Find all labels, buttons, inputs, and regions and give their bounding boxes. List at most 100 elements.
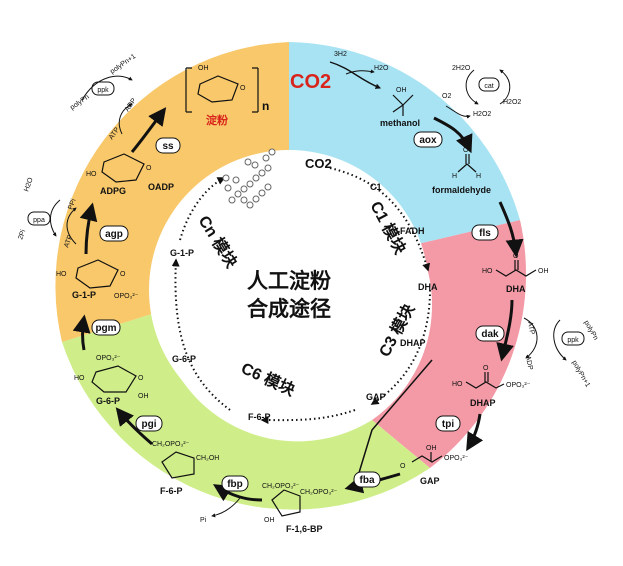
sector-cn-orange	[55, 42, 289, 342]
g6p-structure	[91, 365, 137, 393]
cat-enzyme	[478, 77, 500, 92]
svg-text:OPO₃²⁻: OPO₃²⁻	[506, 382, 531, 389]
inner-f6p: F-6-P	[248, 412, 271, 422]
g1p-label: G-1-P	[72, 290, 96, 300]
svg-text:aox: aox	[419, 135, 437, 146]
svg-text:tpi: tpi	[442, 419, 454, 430]
svg-text:OPO₃²⁻: OPO₃²⁻	[444, 455, 469, 462]
dhap-to-gap-arrow	[466, 413, 484, 452]
svg-text:O: O	[138, 375, 144, 382]
svg-text:agp: agp	[105, 229, 123, 240]
dak-enzyme: dak	[475, 325, 505, 342]
g1p-to-adpg-arrow	[79, 202, 98, 255]
tpi-enzyme: tpi	[435, 415, 461, 432]
g6p-label: G-6-P	[96, 396, 120, 406]
pgi-enzyme: pgi	[135, 415, 163, 432]
co2-big-label: CO2	[290, 71, 331, 93]
svg-text:O: O	[400, 463, 406, 470]
svg-text:HO: HO	[86, 171, 97, 178]
inner-dhap: DHAP	[400, 338, 426, 348]
svg-text:fls: fls	[479, 228, 491, 239]
gap-structure	[411, 452, 443, 463]
svg-text:HO: HO	[452, 381, 463, 388]
methanol-label: methanol	[380, 118, 420, 128]
svg-text:CH₂OPO₃²⁻: CH₂OPO₃²⁻	[300, 489, 338, 496]
h2o-label-a: H2O	[374, 65, 389, 72]
f6p-structure	[161, 451, 195, 479]
svg-text:O: O	[240, 85, 246, 92]
sector-c1-blue	[289, 42, 520, 244]
svg-text:CH₂OPO₃²⁻: CH₂OPO₃²⁻	[152, 441, 190, 448]
inner-dha: DHA	[418, 282, 438, 292]
twoh2o-label: 2H2O	[452, 65, 471, 72]
o2-label: O2	[442, 93, 451, 100]
oadp-label: OADP	[148, 182, 174, 192]
methanol-structure	[392, 94, 414, 116]
svg-text:ppk: ppk	[567, 337, 579, 344]
starch-label: 淀粉	[206, 113, 228, 127]
adp-label-r: ADP	[524, 355, 533, 371]
aox-enzyme: aox	[413, 131, 443, 148]
dha-label: DHA	[506, 284, 526, 294]
dhap-gap-merge-line	[357, 359, 433, 477]
center-title-line2: 合成途径	[247, 297, 331, 321]
starch-granule-icon	[222, 148, 276, 209]
cat-label: cat	[484, 83, 493, 90]
f16bp-to-f6p-arrow	[212, 484, 263, 502]
inner-g6p: G-6-P	[172, 354, 196, 364]
svg-text:OPO₃²⁻: OPO₃²⁻	[96, 355, 121, 362]
inner-fadh: FADH	[400, 226, 425, 236]
sector-c3-pink	[372, 220, 527, 468]
h2-label: 3H2	[334, 51, 347, 58]
ppa-enzyme: ppa	[27, 211, 51, 226]
svg-text:OH: OH	[426, 445, 437, 452]
fbp-enzyme: fbp	[221, 475, 249, 492]
svg-text:HO: HO	[482, 268, 493, 275]
svg-text:OH: OH	[538, 268, 549, 275]
polyp-n-top: polyPn	[69, 94, 91, 112]
sector-c6-green	[62, 312, 430, 510]
center-title-line1: 人工淀粉	[247, 269, 331, 293]
fls-enzyme: fls	[471, 224, 499, 241]
f16bp-label: F-1,6-BP	[286, 524, 323, 534]
h2o-label-left: H2O	[23, 176, 35, 192]
g1p-structure	[75, 259, 119, 289]
svg-text:OH: OH	[198, 65, 209, 72]
inner-circle	[149, 150, 429, 430]
svg-text:ss: ss	[162, 141, 174, 152]
dha-to-dhap-arrow	[496, 299, 514, 362]
svg-text:H: H	[476, 173, 481, 180]
inner-c1: C1	[370, 182, 382, 192]
formaldehyde-label: formaldehyde	[432, 185, 491, 195]
ppi-label: PPi	[67, 198, 77, 211]
fba-enzyme: fba	[353, 471, 381, 488]
svg-text:O: O	[513, 253, 519, 260]
atp-label-left: ATP	[63, 234, 74, 249]
co2-to-methanol-arrow	[329, 61, 382, 89]
svg-text:HO: HO	[74, 375, 85, 382]
svg-text:OH: OH	[396, 87, 407, 94]
svg-text:fba: fba	[360, 475, 375, 486]
ring	[55, 42, 527, 510]
adpg-to-starch-arrow	[130, 107, 167, 153]
h2o2-label-a: H2O2	[503, 99, 521, 106]
ss-enzyme: ss	[155, 137, 181, 154]
svg-text:pgm: pgm	[95, 323, 116, 334]
starch-n-label: n	[262, 99, 269, 113]
h2o2-label-b: H2O2	[473, 111, 491, 118]
inner-co2: CO2	[305, 156, 332, 171]
formaldehyde-structure	[457, 154, 477, 173]
svg-text:O: O	[463, 147, 469, 154]
svg-text:ppa: ppa	[33, 217, 45, 224]
svg-text:O: O	[120, 271, 126, 278]
twopi-label: 2Pi	[17, 228, 27, 240]
svg-text:O: O	[146, 165, 152, 172]
svg-text:OH: OH	[138, 393, 149, 400]
svg-text:OPO₃²⁻: OPO₃²⁻	[114, 293, 139, 300]
inner-gap: GAP	[366, 392, 386, 402]
ppk-enzyme-right: ppk	[561, 331, 585, 346]
f16bp-structure	[271, 489, 301, 517]
polyp-n-right: polyPn	[582, 320, 599, 342]
f6p-to-g6p-arrow	[115, 407, 153, 446]
atp-label-r: ATP	[526, 321, 535, 335]
